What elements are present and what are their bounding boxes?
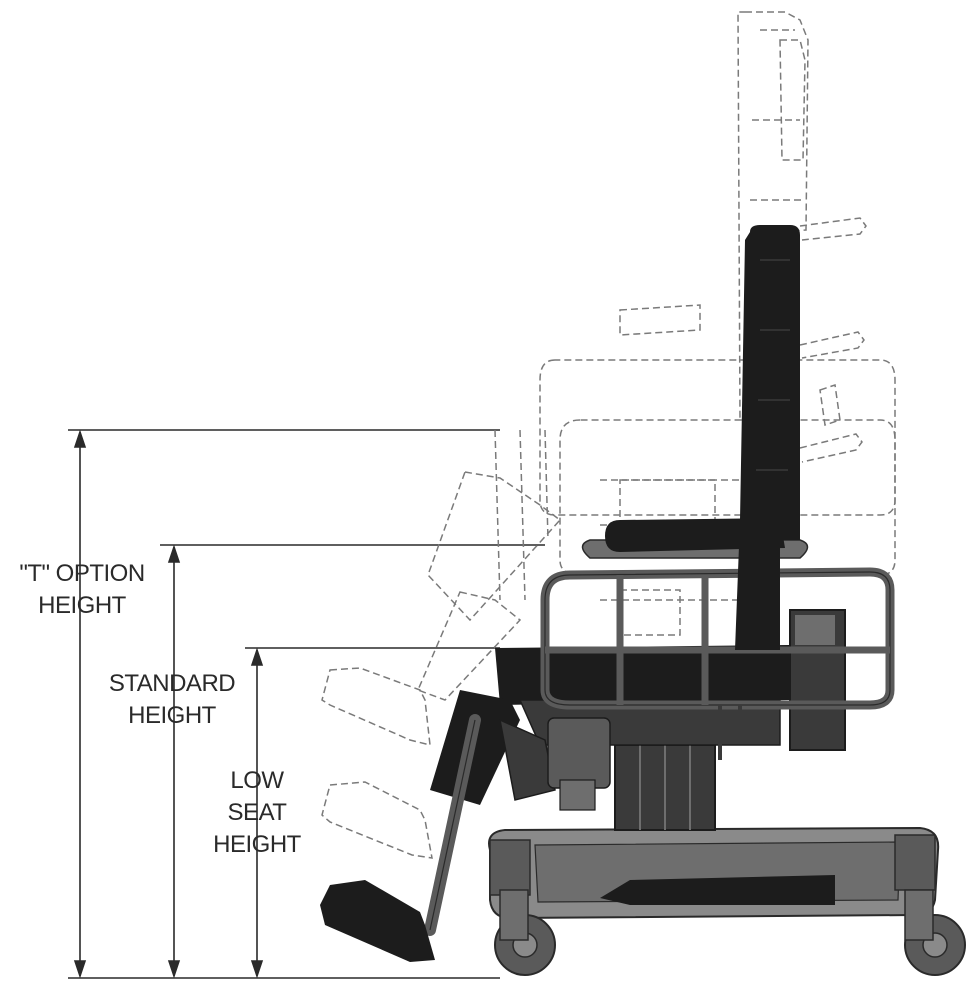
ghost-legrest-mid <box>416 591 522 701</box>
seat-pan <box>495 645 790 705</box>
base-handle-arrow <box>600 875 835 905</box>
ghost-armrest-mid <box>799 331 865 359</box>
ghost-headrest-bars <box>779 39 806 161</box>
seat-cushion <box>605 518 785 552</box>
ghost-legrest-high <box>427 471 562 622</box>
control-box <box>547 717 611 789</box>
t-option-height-label: "T" OPTION HEIGHT <box>19 560 145 619</box>
ghost-footplate-high <box>321 667 431 746</box>
ghost-seat-frame-mid <box>559 419 896 576</box>
dimension-lines <box>68 429 545 979</box>
arrow-up-t-option <box>73 429 87 448</box>
arrow-down-t-option <box>73 960 87 979</box>
ghost-armrest-low <box>799 433 863 463</box>
chair-solid <box>320 225 966 976</box>
ghost-seat-frame-high <box>539 359 896 516</box>
standard-height-label: STANDARD HEIGHT <box>108 670 236 729</box>
footplate <box>320 880 435 962</box>
ghost-footplate-mid <box>321 781 433 859</box>
legrest-support <box>498 718 556 801</box>
arrow-down-standard <box>167 960 181 979</box>
arrow-down-low-seat <box>250 960 264 979</box>
arrow-up-low-seat <box>250 647 264 666</box>
low-seat-height-label: LOW SEAT HEIGHT <box>213 767 301 858</box>
backrest <box>735 225 800 650</box>
ghost-armrest-top <box>799 217 867 241</box>
arrow-up-standard <box>167 544 181 563</box>
